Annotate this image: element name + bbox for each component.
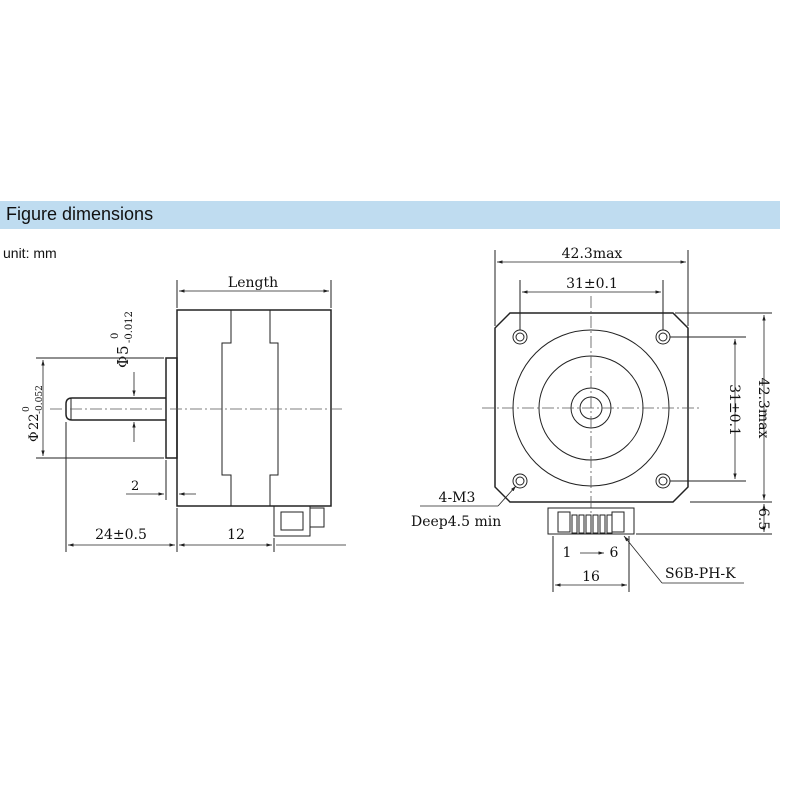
front-connector-lock-left [557,511,571,533]
conn-offset-label: 12 [227,527,245,543]
stator-profile-right [269,310,279,506]
mounting-hole-tl [512,329,528,345]
front-view: 42.3max 31±0.1 31±0.1 42.3max 6.5 4-M3 D… [411,246,772,592]
svg-text:Φ: Φ [114,356,132,368]
boss-dia-label: Φ 22 0 -0.052 [22,385,45,442]
svg-text:0: 0 [22,406,32,412]
shaft-len-label: 24±0.5 [95,527,147,543]
front-connector-housing [547,507,635,535]
shaft-dia-label: Φ 5 0 -0.012 [110,311,135,368]
motor-body-outline [176,309,332,507]
width-max-label: 42.3max [562,246,623,262]
hole-v-label: 31±0.1 [726,384,742,436]
unit-label: unit: mm [3,245,57,261]
svg-text:Φ: Φ [27,431,42,442]
hole-h-label: 31±0.1 [566,276,618,292]
hole-spec-label: 4-M3 [439,490,476,506]
connector-pins [571,514,613,534]
side-view: Length Φ 5 0 -0.012 Φ 22 0 -0.052 2 [22,275,346,552]
mounting-hole-tr [655,329,671,345]
front-body-outline [494,312,689,503]
svg-text:-0.052: -0.052 [35,385,45,414]
stator-profile-left [221,310,232,506]
svg-text:22: 22 [27,413,42,430]
connector-inner [280,511,304,531]
hole-depth-label: Deep4.5 min [411,514,501,530]
connector-latch [309,507,325,528]
svg-text:-0.012: -0.012 [124,311,135,343]
section-header: Figure dimensions [0,201,780,229]
svg-text:5: 5 [114,345,132,355]
svg-text:0: 0 [110,333,121,339]
mounting-boss [165,357,178,459]
mounting-hole-br [655,473,671,489]
hole-spec-leader [497,485,517,507]
connector-housing [273,505,311,537]
pin-first-label: 1 [563,545,572,561]
conn-type-label: S6B-PH-K [665,566,736,582]
section-title: Figure dimensions [6,204,154,224]
conn-type-leader [623,535,663,584]
conn-height-label: 6.5 [755,508,771,530]
conn-width-label: 16 [582,569,600,585]
boss-height-label: 2 [131,479,139,494]
pin-last-label: 6 [610,545,619,561]
mounting-hole-bl [512,473,528,489]
length-label: Length [228,275,278,291]
height-max-label: 42.3max [755,378,771,439]
front-connector-lock-right [611,511,625,533]
